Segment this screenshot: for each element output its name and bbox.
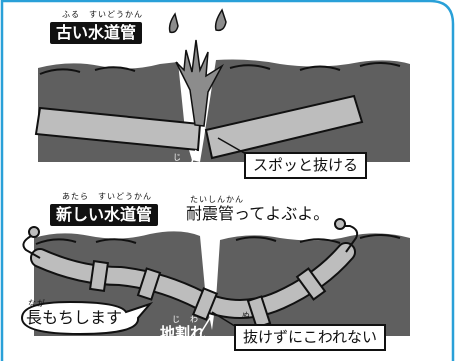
new-crack-label: 地割れ [160,324,206,342]
speech-ruby: なが [28,299,46,308]
new-pipe-title: 新しい水道管 [50,204,159,226]
new-callout-ruby: ぬ [242,311,251,320]
surface-line [39,62,401,75]
old-crack-ruby: じ わ [173,153,200,162]
new-pipe-callout: 抜けずにこわれない [234,324,386,351]
speech-bubble [20,300,154,336]
water-spray [175,39,225,127]
new-pipe-title-ruby: あたら すいどうかん [62,192,152,201]
new-crack-ruby: じ わ [172,315,199,324]
right-arm [340,225,359,253]
speech-text: 長もちします [26,308,123,327]
old-pipe-right [204,94,364,160]
water-drop [214,8,227,32]
bottom-ground [34,231,410,336]
right-fist [334,218,346,230]
pipe-joint [295,267,327,301]
top-scene [34,8,410,169]
pipe-joint [191,287,219,321]
old-pipe-title: 古い水道管 [50,22,143,44]
old-crack-label: 地割れ [160,162,206,180]
pipe-joint [136,267,162,301]
callout-pointer [211,311,239,329]
crack-pointer [199,317,211,335]
old-pipe-left [34,106,202,152]
bottom-scene [20,218,410,336]
water-drop [168,12,179,34]
seismic-pipe-note: 耐震管ってよぶよ。 [186,204,330,223]
pipe-joint [88,260,110,292]
crack-pointer [189,149,197,169]
old-pipe-title-ruby: ふる すいどうかん [62,10,143,19]
old-pipe-callout: スポッと抜ける [244,152,368,179]
callout-pointer [217,137,247,155]
left-fist [28,226,40,238]
left-arm [22,233,41,259]
seismic-pipe-ruby: たいしんかん [190,195,244,204]
surface-line [35,234,401,245]
